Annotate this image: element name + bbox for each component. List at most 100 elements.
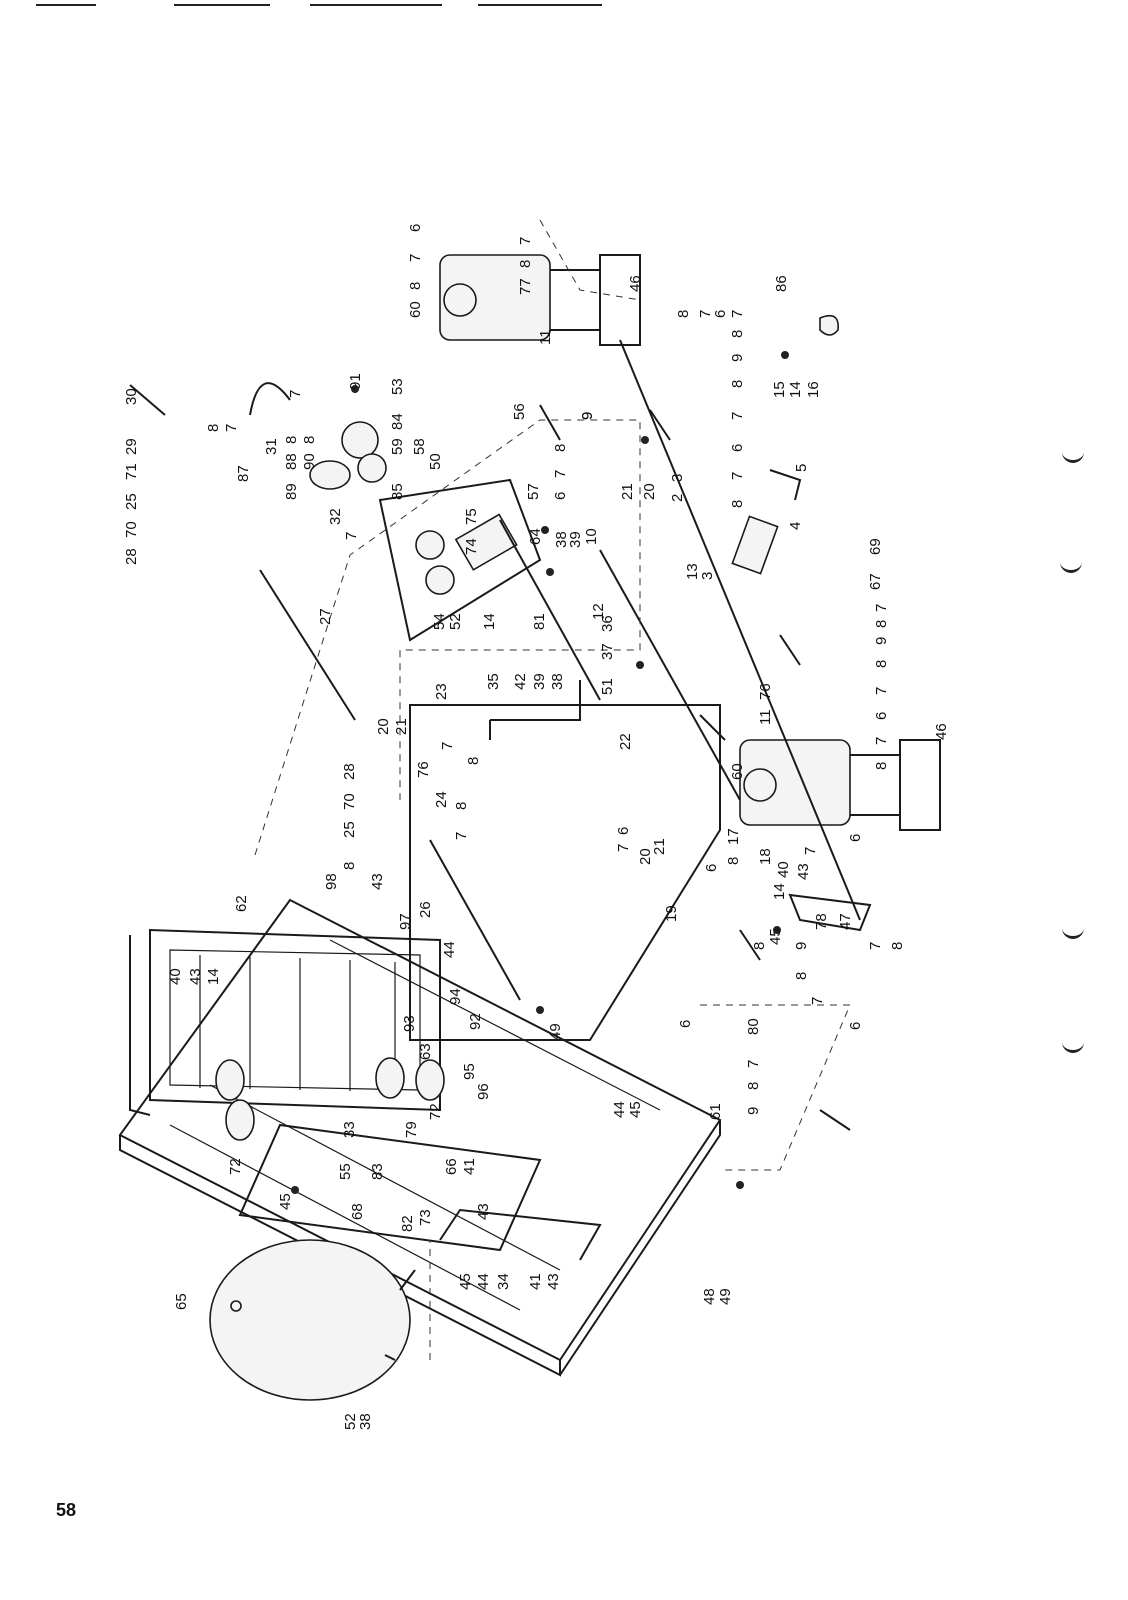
callout-label: 87 [235,465,252,482]
callout-label: 35 [485,673,502,690]
callout-label: 68 [349,1203,366,1220]
callout-label: 92 [467,1013,484,1030]
callout-label: 39 [531,673,548,690]
callout-label: 53 [389,378,406,395]
callout-label: 4 [787,522,804,530]
callout-label: 9 [873,637,890,645]
callout-label: 45 [277,1193,294,1210]
margin-mark-1 [1062,452,1084,463]
bracket-78 [788,893,872,932]
callout-label: 9 [793,942,810,950]
callout-label: 7 [873,737,890,745]
callout-label: 70 [123,521,140,538]
callout-label: 46 [933,723,950,740]
callout-label: 22 [617,733,634,750]
callout-label: 66 [443,1158,460,1175]
callout-label: 38 [357,1413,374,1430]
callout-label: 18 [757,848,774,865]
callout-label: 3 [669,474,686,482]
callout-label: 23 [433,683,450,700]
callout-label: 17 [725,828,742,845]
callout-label: 8 [873,620,890,628]
callout-label: 25 [341,821,358,838]
callout-label: 42 [512,673,529,690]
callout-label: 6 [847,834,864,842]
callout-label: 33 [341,1121,358,1138]
callout-label: 6 [729,444,746,452]
callout-label: 6 [615,827,632,835]
callout-label: 44 [441,941,458,958]
callout-label: 73 [417,1209,434,1226]
callout-label: 3 [699,572,716,580]
callout-label: 78 [813,913,830,930]
callout-label: 6 [712,310,729,318]
callout-label: 97 [397,913,414,930]
callout-label: 8 [453,802,470,810]
control-panel-50 [378,478,542,642]
callout-label: 76 [415,761,432,778]
callout-label: 49 [717,1288,734,1305]
callout-label: 7 [729,412,746,420]
callout-label: 13 [684,563,701,580]
callout-label: 43 [545,1273,562,1290]
callout-label: 14 [771,883,788,900]
callout-label: 25 [123,493,140,510]
callout-label: 7 [697,310,714,318]
callout-label: 46 [627,275,644,292]
callout-label: 9 [579,412,596,420]
callout-label: 27 [317,608,334,625]
callout-label: 8 [283,436,300,444]
callout-label: 43 [187,968,204,985]
callout-label: 89 [283,483,300,500]
callout-label: 8 [729,500,746,508]
callout-label: 15 [771,381,788,398]
callout-label: 7 [615,844,632,852]
callout-label: 7 [407,254,424,262]
cap-86 [819,314,839,336]
callout-label: 8 [675,310,692,318]
mounting-plate-23 [409,704,721,1041]
callout-label: 24 [433,791,450,808]
callout-label: 34 [495,1273,512,1290]
callout-label: 2 [669,494,686,502]
callout-label: 7 [223,424,240,432]
callout-label: 50 [427,453,444,470]
callout-label: 7 [873,687,890,695]
callout-label: 6 [407,224,424,232]
callout-label: 80 [745,1018,762,1035]
callout-label: 7 [552,470,569,478]
callout-label: 7 [729,310,746,318]
callout-label: 10 [583,528,600,545]
gauge-59 [357,453,387,483]
base-frame [118,898,722,1377]
page-number: 58 [56,1500,77,1520]
callout-label: 95 [461,1063,478,1080]
callout-label: 60 [407,301,424,318]
callout-label: 69 [867,538,884,555]
top-rule-3 [310,4,442,6]
callout-label: 39 [567,531,584,548]
callout-label: 62 [233,895,250,912]
callout-label: 65 [173,1293,190,1310]
callout-label: 40 [775,861,792,878]
callout-label: 8 [793,972,810,980]
pump-motor-lower-60 [739,739,941,831]
callout-label: 48 [701,1288,718,1305]
callout-label: 67 [867,573,884,590]
callout-label: 7 [287,390,304,398]
callout-label: 36 [599,615,616,632]
callout-label: 45 [627,1101,644,1118]
callout-label: 96 [475,1083,492,1100]
callout-label: 79 [403,1121,420,1138]
callout-label: 52 [447,613,464,630]
callout-label: 8 [889,942,906,950]
callout-label: 41 [461,1158,478,1175]
callout-label: 38 [549,673,566,690]
bracket-35 [489,680,581,740]
support-frame-33 [238,1123,542,1252]
callout-label: 37 [599,643,616,660]
callout-label: 83 [369,1163,386,1180]
callout-label: 7 [745,1060,762,1068]
